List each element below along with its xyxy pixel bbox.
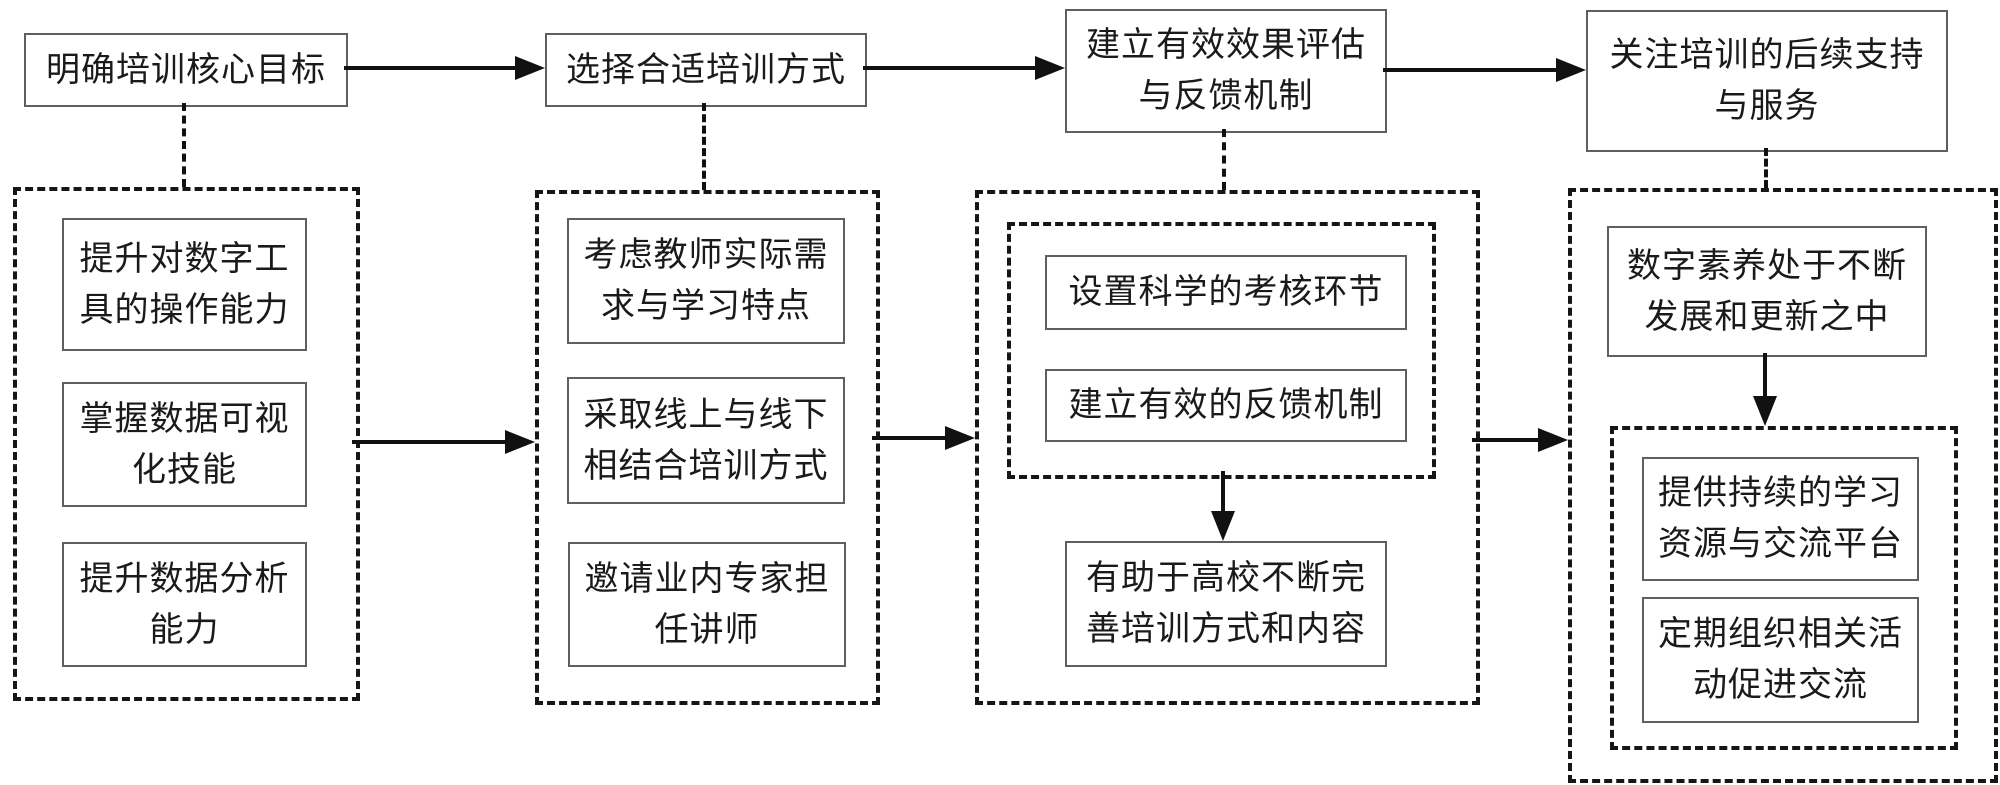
flow-node-evaluation-feedback: 建立有效效果评估 与反馈机制	[1065, 9, 1387, 133]
detail-box-teacher-needs: 考虑教师实际需 求与学习特点	[567, 218, 845, 344]
arrow-group1-group2-head-icon	[505, 430, 535, 454]
arrow-subgroup3-result-head-icon	[1211, 511, 1235, 541]
arrow-node3-node4-head-icon	[1556, 58, 1586, 82]
arrow-node2-node3-head-icon	[1035, 56, 1065, 80]
detail-box-assessment: 设置科学的考核环节	[1045, 255, 1407, 330]
detail-box-learning-resources: 提供持续的学习 资源与交流平台	[1642, 457, 1919, 581]
detail-box-data-analysis: 提升数据分析 能力	[62, 542, 307, 667]
flow-node-core-goals: 明确培训核心目标	[24, 33, 348, 107]
arrow-group3-group4-line	[1472, 438, 1540, 442]
detail-group-column3	[975, 190, 1480, 705]
arrow-node1-node2-line	[344, 66, 517, 70]
flow-node-follow-up-support: 关注培训的后续支持 与服务	[1586, 10, 1948, 152]
detail-subgroup-column4	[1610, 426, 1958, 750]
arrow-group2-group3-head-icon	[945, 426, 975, 450]
detail-group-column4	[1568, 188, 1998, 783]
arrow-column4-subgroup-head-icon	[1753, 396, 1777, 426]
dashed-connector-column1	[182, 103, 186, 187]
arrow-group2-group3-line	[872, 436, 947, 440]
detail-box-regular-activities: 定期组织相关活 动促进交流	[1642, 597, 1919, 723]
dashed-connector-column2	[702, 103, 706, 190]
arrow-node3-node4-line	[1383, 68, 1558, 72]
dashed-connector-column4	[1764, 148, 1768, 188]
arrow-group3-group4-head-icon	[1538, 428, 1568, 452]
arrow-column4-subgroup-line	[1763, 353, 1767, 400]
arrow-subgroup3-result-line	[1221, 471, 1225, 515]
detail-box-data-visualization: 掌握数据可视 化技能	[62, 382, 307, 507]
detail-group-column2	[535, 190, 880, 705]
detail-box-evolving-literacy: 数字素养处于不断 发展和更新之中	[1607, 226, 1927, 357]
detail-group-column1	[13, 187, 360, 701]
detail-box-feedback-mechanism: 建立有效的反馈机制	[1045, 369, 1407, 442]
arrow-node1-node2-head-icon	[515, 56, 545, 80]
flow-node-training-method: 选择合适培训方式	[545, 33, 867, 107]
detail-box-improve-training: 有助于高校不断完 善培训方式和内容	[1065, 541, 1387, 667]
detail-box-digital-tools: 提升对数字工 具的操作能力	[62, 218, 307, 351]
detail-box-invite-experts: 邀请业内专家担 任讲师	[568, 542, 846, 667]
arrow-group1-group2-line	[352, 440, 507, 444]
arrow-node2-node3-line	[863, 66, 1037, 70]
dashed-connector-column3	[1222, 129, 1226, 190]
detail-box-online-offline: 采取线上与线下 相结合培训方式	[567, 377, 845, 504]
